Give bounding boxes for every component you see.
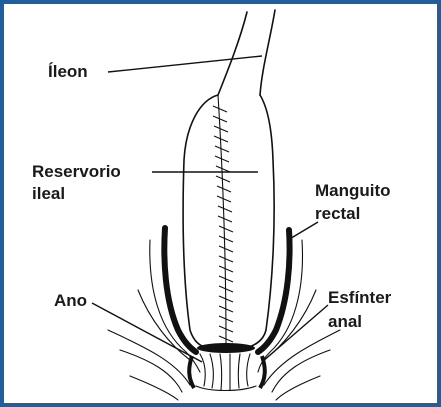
perineum-right-inner	[272, 350, 330, 392]
suture-stitches	[213, 106, 233, 342]
perineum-left-outer	[108, 330, 190, 385]
perineum-bottom-left	[130, 376, 178, 400]
pelvic-curve-right-1	[258, 240, 302, 372]
ileum-right-wall	[260, 10, 275, 95]
perineum-right-outer	[264, 330, 340, 385]
label-ileon: Íleon	[48, 62, 88, 81]
pelvic-curve-left-2	[138, 290, 190, 360]
label-esfinter: Esfínter	[328, 288, 392, 307]
anal-canal-lines	[196, 354, 256, 391]
pelvic-curve-right-2	[264, 290, 316, 360]
anastomosis-band	[197, 343, 255, 353]
pouch-outline	[183, 95, 274, 350]
perineum-left-inner	[120, 350, 182, 392]
label-manguito: Manguito	[315, 181, 391, 200]
label-ileal: ileal	[32, 184, 65, 203]
label-rectal: rectal	[315, 204, 360, 223]
perineum-bottom-right	[276, 376, 320, 400]
ileum-left-wall	[218, 12, 247, 95]
ileon-leader	[108, 56, 262, 72]
ano-leader	[92, 303, 202, 362]
label-reservorio: Reservorio	[32, 162, 121, 181]
label-anal: anal	[328, 312, 362, 331]
label-ano: Ano	[54, 291, 87, 310]
manguito-leader	[288, 222, 318, 240]
